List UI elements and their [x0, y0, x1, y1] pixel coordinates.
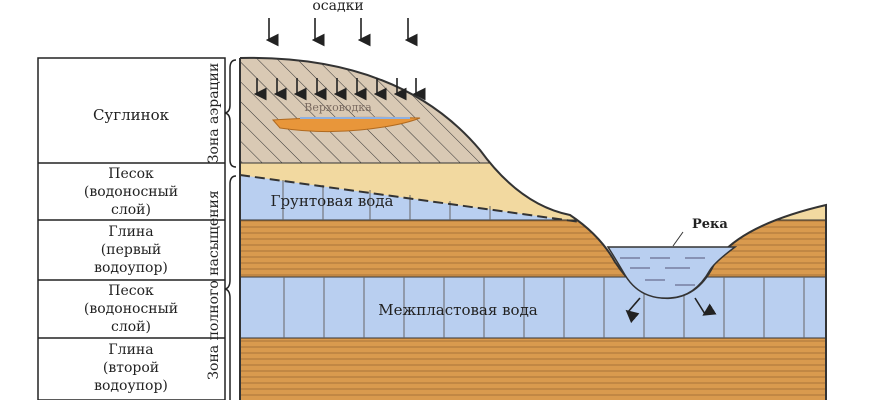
aeration-brace: [224, 59, 237, 168]
zone-aeration-label: Зона аэрации: [206, 63, 222, 163]
river-label: Река: [692, 217, 728, 232]
rain-arrows: [265, 18, 418, 47]
ground-water-label: Грунтовая вода: [271, 192, 394, 210]
zone-saturation-label: Зона полного насыщения: [206, 190, 222, 380]
seepage-arrows: [625, 297, 717, 324]
saturation-brace: [224, 175, 237, 400]
precipitation-label: осадки: [312, 0, 363, 14]
river-water: [606, 246, 738, 299]
infiltration-arrows: [253, 78, 426, 101]
river-ripples: [620, 257, 705, 286]
interstratal-water-label: Межпластовая вода: [378, 301, 538, 319]
legend-loam: Суглинок: [93, 106, 170, 124]
perched-water-label: Верховодка: [304, 101, 372, 114]
